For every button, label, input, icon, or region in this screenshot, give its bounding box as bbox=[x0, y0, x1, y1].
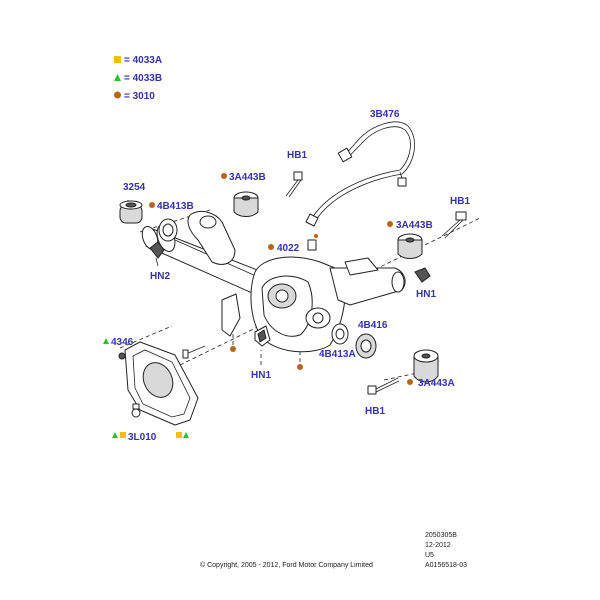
seal-3254 bbox=[119, 200, 143, 224]
marker-4b413b bbox=[149, 202, 155, 208]
marker-cover-tri bbox=[183, 432, 189, 438]
part-markers bbox=[103, 173, 413, 438]
marker-3a443a bbox=[407, 379, 413, 385]
bushing-3a443b-left bbox=[233, 191, 259, 217]
bushing-3a443a bbox=[413, 349, 439, 383]
marker-bracket bbox=[230, 346, 236, 352]
callout-4b416: 4B416 bbox=[358, 320, 388, 331]
vent-hose bbox=[305, 121, 415, 227]
marker-3a443b-left bbox=[221, 173, 227, 179]
bolt-cover bbox=[182, 345, 206, 359]
nut-hn2 bbox=[149, 241, 165, 267]
callout-3b476: 3B476 bbox=[370, 109, 400, 120]
bolt-hb1-right bbox=[441, 211, 467, 239]
callout-hb1-bottom: HB1 bbox=[365, 406, 385, 417]
triangle-marker-icon bbox=[114, 74, 121, 81]
callout-labels: 3B476 HB1 3A443B 3254 4B413B HB1 3A443B … bbox=[111, 109, 470, 443]
callout-3a443a: 3A443A bbox=[418, 378, 455, 389]
marker-center bbox=[297, 364, 303, 370]
bolt-hb1-bottom bbox=[367, 377, 400, 395]
info-code: 2050305B bbox=[425, 532, 457, 539]
marker-4022 bbox=[268, 244, 274, 250]
callout-4346: 4346 bbox=[111, 337, 134, 348]
callout-hb1-top: HB1 bbox=[287, 150, 307, 161]
square-marker-icon bbox=[114, 56, 121, 63]
circle-marker-icon bbox=[114, 91, 121, 99]
callout-3a443b-left: 3A443B bbox=[229, 172, 266, 183]
callout-hn1-right: HN1 bbox=[416, 289, 436, 300]
callout-3a443b-right: 3A443B bbox=[396, 220, 433, 231]
callout-hn2: HN2 bbox=[150, 271, 170, 282]
copyright-notice: © Copyright, 2005 - 2012, Ford Motor Com… bbox=[200, 561, 373, 569]
ring-4b413b bbox=[158, 218, 178, 242]
callout-4b413b: 4B413B bbox=[157, 201, 194, 212]
callout-4b413a: 4B413A bbox=[319, 349, 356, 360]
legend-item-4033a: = 4033A bbox=[124, 55, 162, 66]
info-ref: A0156518-03 bbox=[425, 562, 467, 569]
callout-hb1-right: HB1 bbox=[450, 196, 470, 207]
callout-4022: 4022 bbox=[277, 243, 300, 254]
legend-item-3010: = 3010 bbox=[124, 91, 155, 102]
marker-cover-sq bbox=[176, 432, 182, 438]
callout-hn1-bottom: HN1 bbox=[251, 370, 271, 381]
info-model: U5 bbox=[425, 552, 434, 559]
bushing-3a443b-right bbox=[397, 233, 423, 259]
marker-3a443b-right bbox=[387, 221, 393, 227]
marker-3l010-sq bbox=[120, 432, 126, 438]
bolt-hb1-top bbox=[285, 171, 303, 198]
callout-3l010: 3L010 bbox=[128, 432, 157, 443]
nut-hn1-bottom bbox=[254, 325, 271, 347]
marker-3l010-tri bbox=[112, 432, 118, 438]
legend-item-4033b: = 4033B bbox=[124, 73, 162, 84]
drawing-info: 2050305B 12-2012 U5 A0156518-03 bbox=[425, 532, 467, 569]
axle-cover bbox=[118, 341, 199, 426]
plug-4022 bbox=[307, 234, 318, 251]
ring-4b413a bbox=[331, 323, 349, 345]
nut-hn1-right bbox=[414, 267, 431, 283]
callout-3254: 3254 bbox=[123, 182, 146, 193]
hardware bbox=[119, 171, 467, 395]
seal-4b416 bbox=[355, 333, 377, 359]
info-date: 12-2012 bbox=[425, 542, 451, 549]
bracket-left bbox=[221, 293, 241, 337]
legend: = 4033A = 4033B = 3010 bbox=[114, 55, 162, 102]
marker-4346-tri bbox=[103, 338, 109, 344]
